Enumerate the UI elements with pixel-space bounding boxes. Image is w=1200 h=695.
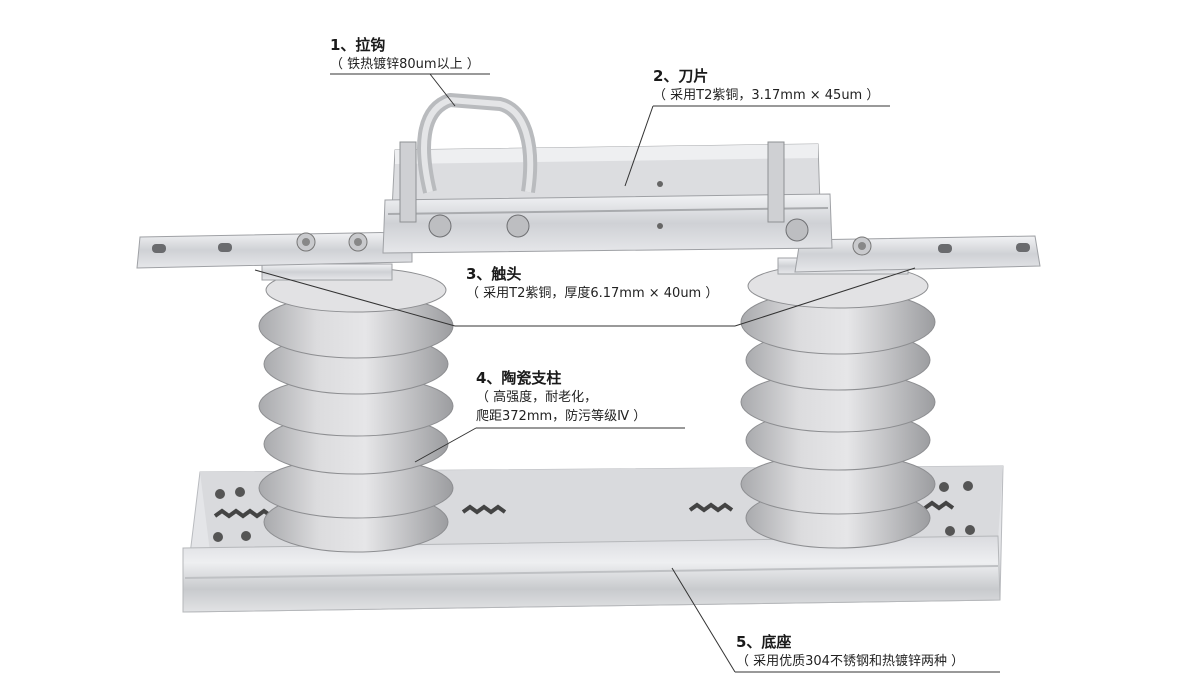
callout-insulator-desc-line1: （ 高强度，耐老化，	[476, 390, 598, 405]
callout-base-title: 5、底座	[736, 633, 792, 651]
left-porcelain-insulator	[258, 267, 454, 553]
leader-lines	[254, 73, 1000, 673]
callout-insulator-title: 4、陶瓷支柱	[476, 369, 562, 387]
callout-contact-desc: （ 采用T2紫铜，厚度6.17mm × 40um ）	[466, 286, 719, 301]
callout-contact-title: 3、触头	[466, 265, 522, 283]
callout-insulator: 4、陶瓷支柱 （ 高强度，耐老化， 爬距372mm，防污等级Ⅳ ）	[476, 368, 646, 426]
pull-hook	[417, 93, 538, 194]
callout-hook-desc: （ 铁热镀锌80um以上 ）	[330, 57, 480, 72]
left-terminal-plate	[136, 231, 413, 269]
callout-hook-title: 1、拉钩	[330, 36, 386, 54]
callout-blade-title: 2、刀片	[653, 67, 709, 85]
right-terminal-plate	[794, 235, 1041, 273]
callout-blade-desc: （ 采用T2紫铜，3.17mm × 45um ）	[653, 88, 880, 103]
right-porcelain-insulator	[740, 263, 936, 549]
callout-insulator-desc-line2: 爬距372mm，防污等级Ⅳ ）	[476, 409, 647, 424]
callout-base-desc: （ 采用优质304不锈钢和热镀锌两种 ）	[736, 654, 965, 669]
blade-assembly	[382, 141, 833, 254]
callout-contact: 3、触头 （ 采用T2紫铜，厚度6.17mm × 40um ）	[466, 264, 718, 303]
callout-hook: 1、拉钩 （ 铁热镀锌80um以上 ）	[330, 35, 480, 74]
callout-base: 5、底座 （ 采用优质304不锈钢和热镀锌两种 ）	[736, 632, 964, 671]
callout-blade: 2、刀片 （ 采用T2紫铜，3.17mm × 45um ）	[653, 66, 879, 105]
